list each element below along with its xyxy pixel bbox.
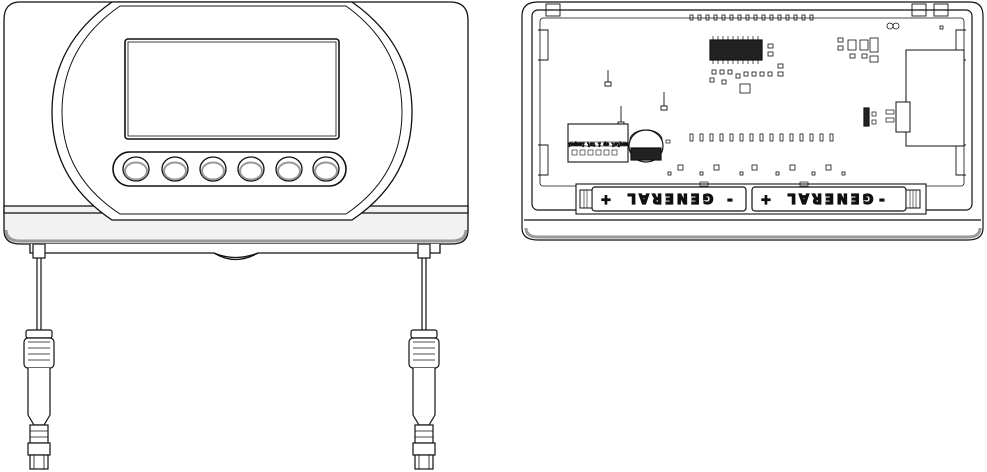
middle-pin-row	[689, 133, 834, 142]
front-button-2[interactable]	[161, 156, 189, 182]
comm-module: moqlol op i tol inopoi	[567, 123, 629, 163]
smd-components	[709, 22, 944, 94]
battery-1-plus: +	[601, 193, 612, 208]
front-button-5[interactable]	[275, 156, 303, 182]
interior-view: moqlol op i tol inopoi	[521, 1, 984, 241]
battery-1: + GENERAL -	[579, 186, 747, 212]
main-ic-chip	[709, 36, 763, 64]
front-button-3[interactable]	[199, 156, 227, 182]
battery-1-brand: GENERAL	[625, 190, 714, 205]
battery-1-minus: -	[727, 193, 732, 208]
top-pin-header	[689, 14, 814, 21]
housing-rear-outer	[521, 1, 984, 241]
battery-2-brand: GENERAL	[785, 190, 874, 205]
battery-2-plus: +	[761, 193, 772, 208]
battery-2: + GENERAL -	[751, 186, 921, 212]
front-button-1[interactable]	[122, 156, 150, 182]
right-sensor-cable	[408, 243, 440, 470]
display-window	[124, 38, 340, 140]
buzzer	[628, 129, 664, 163]
front-view	[3, 1, 469, 470]
battery-2-minus: -	[879, 193, 884, 208]
right-connector-block	[863, 49, 965, 147]
module-label: moqlol op i tol inopoi	[568, 141, 628, 147]
front-buttons	[122, 156, 340, 182]
left-sensor-cable	[23, 243, 55, 470]
lower-pads	[667, 164, 846, 176]
front-button-6[interactable]	[312, 156, 340, 182]
front-button-4[interactable]	[237, 156, 265, 182]
